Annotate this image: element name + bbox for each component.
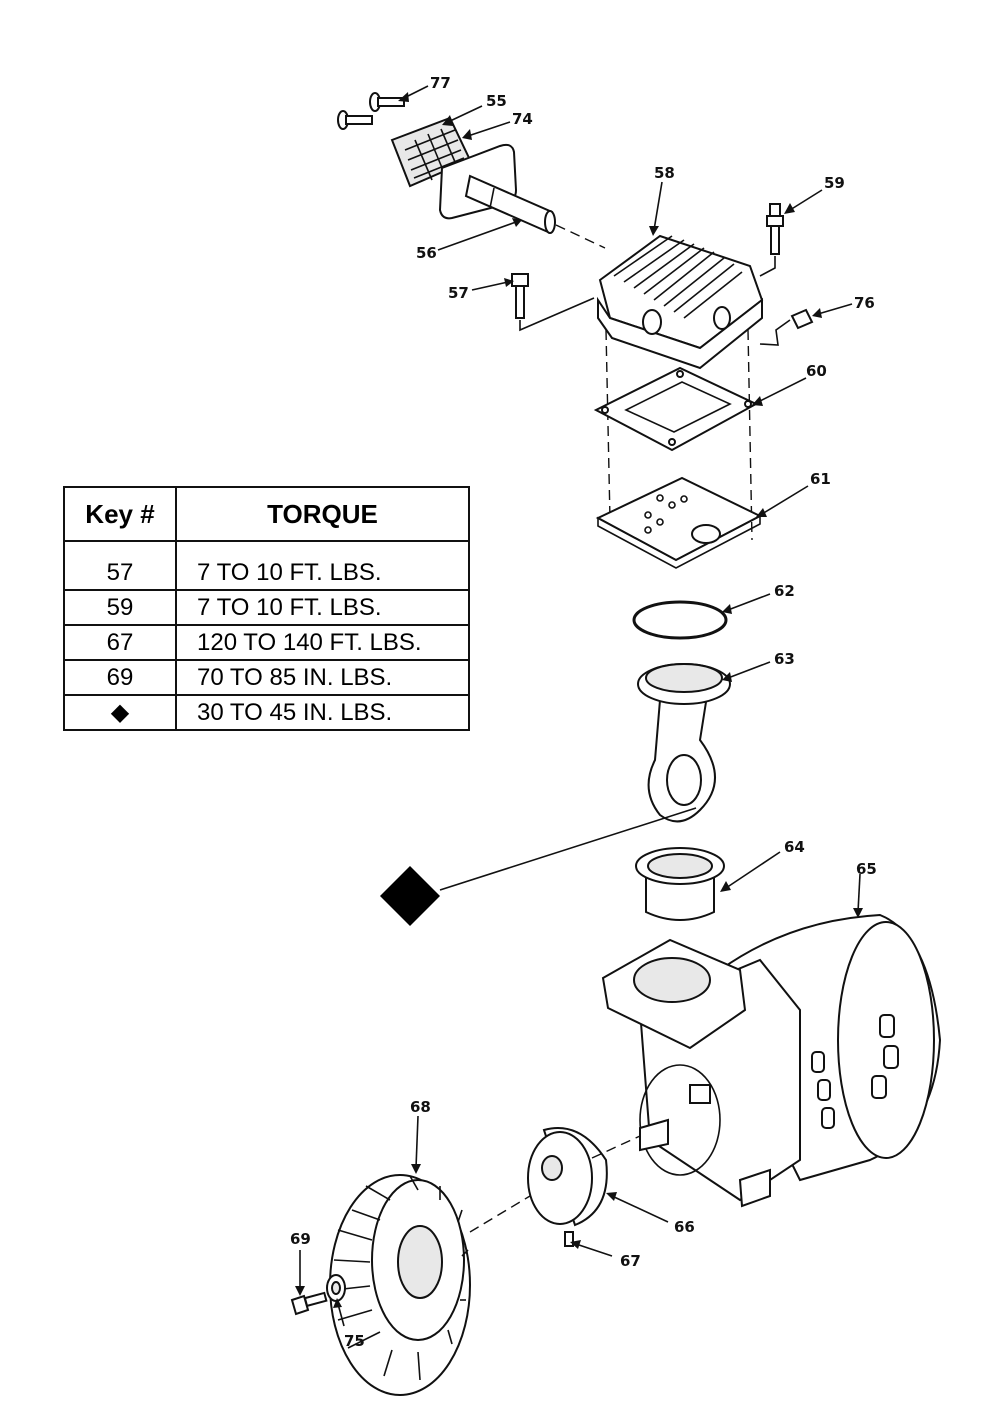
callout-60: 60 [806, 362, 827, 380]
callout-64: 64 [784, 838, 805, 856]
row-torque: 7 TO 10 FT. LBS. [175, 556, 470, 591]
set-screw-67 [564, 1231, 574, 1247]
callout-69: 69 [290, 1230, 311, 1248]
row-key: 57 [63, 556, 177, 591]
callout-62: 62 [774, 582, 795, 600]
connecting-rod-63 [637, 663, 731, 823]
table-row: 59 7 TO 10 FT. LBS. [63, 590, 470, 626]
valve-plate-61 [595, 476, 763, 569]
table-row: ◆ 30 TO 45 IN. LBS. [63, 695, 470, 731]
torque-diamond-marker [380, 866, 440, 926]
row-torque: 7 TO 10 FT. LBS. [175, 590, 470, 626]
callout-56: 56 [416, 244, 437, 262]
table-row: 67 120 TO 140 FT. LBS. [63, 625, 470, 661]
table-row: 69 70 TO 85 IN. LBS. [63, 660, 470, 696]
torque-table: Key # TORQUE 57 7 TO 10 FT. LBS. 59 7 TO… [63, 486, 470, 731]
callout-65: 65 [856, 860, 877, 878]
callout-77: 77 [430, 74, 451, 92]
screw-77 [337, 92, 405, 130]
header-torque: TORQUE [175, 487, 470, 542]
callout-67: 67 [620, 1252, 641, 1270]
table-row: 57 7 TO 10 FT. LBS. [63, 556, 470, 591]
cylinder-head-58 [597, 234, 764, 370]
leader-arrowheads [295, 92, 863, 1308]
row-key-diamond: ◆ [63, 695, 177, 731]
callout-55: 55 [486, 92, 507, 110]
gasket-60 [593, 366, 759, 452]
callout-75: 75 [344, 1332, 365, 1350]
bolt-57 [511, 273, 529, 319]
bolt-69 [290, 1291, 328, 1316]
row-torque: 70 TO 85 IN. LBS. [175, 660, 470, 696]
pulley-66 [527, 1127, 608, 1227]
row-torque: 30 TO 45 IN. LBS. [175, 695, 470, 731]
callout-66: 66 [674, 1218, 695, 1236]
table-spacer [63, 541, 470, 556]
row-key: 69 [63, 660, 177, 696]
intake-tube-56 [464, 174, 556, 234]
callout-59: 59 [824, 174, 845, 192]
motor-crankcase-65 [601, 913, 942, 1208]
header-key: Key # [63, 487, 177, 542]
leader-lines [299, 85, 861, 1327]
callout-74: 74 [512, 110, 533, 128]
bushing-64 [635, 847, 725, 921]
callout-63: 63 [774, 650, 795, 668]
callout-57: 57 [448, 284, 469, 302]
callout-61: 61 [810, 470, 831, 488]
torque-table-header: Key # TORQUE [63, 487, 470, 542]
row-key: 59 [63, 590, 177, 626]
callout-58: 58 [654, 164, 675, 182]
plug-76 [790, 308, 814, 330]
o-ring-62 [632, 600, 728, 640]
fan-68 [329, 1174, 471, 1396]
callout-68: 68 [410, 1098, 431, 1116]
washer-75 [326, 1274, 346, 1302]
row-key: 67 [63, 625, 177, 661]
fitting-59 [766, 203, 784, 255]
row-torque: 120 TO 140 FT. LBS. [175, 625, 470, 661]
callout-76: 76 [854, 294, 875, 312]
